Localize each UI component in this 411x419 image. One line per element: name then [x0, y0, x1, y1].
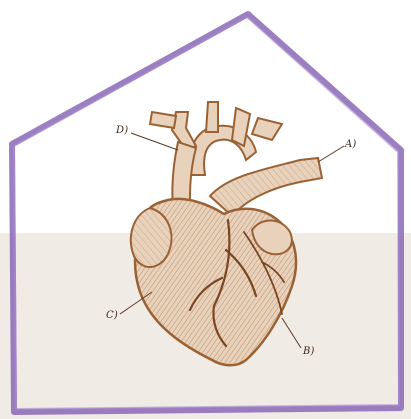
vessel-far-right: [252, 118, 282, 140]
label-b: B): [303, 346, 315, 357]
leader-line-b: [282, 318, 301, 348]
vessel-mid: [206, 102, 218, 132]
label-d: D): [116, 125, 128, 136]
label-c: C): [106, 310, 118, 321]
leader-line-a: [318, 146, 344, 162]
heart-illustration: [131, 102, 322, 365]
label-a: A): [345, 139, 357, 150]
leader-line-d: [131, 133, 178, 150]
vessel-far-left: [150, 112, 176, 128]
